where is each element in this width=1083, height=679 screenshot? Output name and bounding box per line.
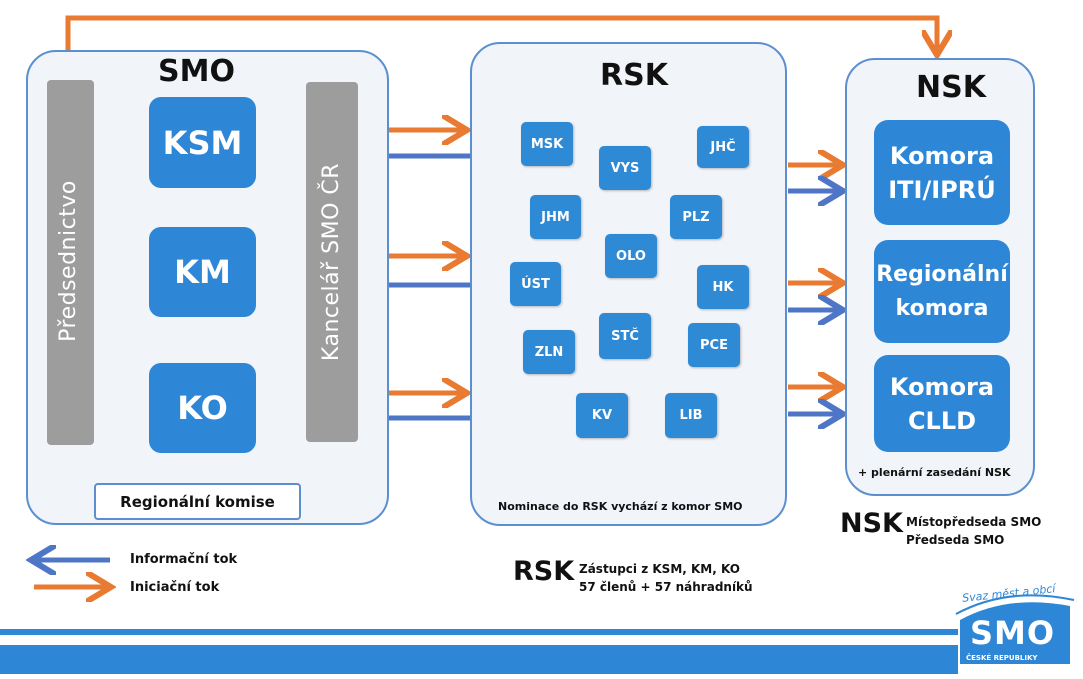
- nsk-legend-line1: Místopředseda SMO: [906, 515, 1042, 529]
- rsk-nomination-note: Nominace do RSK vychází z komor SMO: [498, 500, 743, 513]
- footer-stripe-thin: [0, 629, 958, 635]
- region-plz: PLZ: [670, 195, 722, 239]
- region-pce: PCE: [688, 323, 740, 367]
- rsk-title: RSK: [600, 58, 668, 93]
- nsk-chamber-regional: Regionální komora: [874, 240, 1010, 343]
- region-vys: VYS: [599, 146, 651, 190]
- smo-logo-name: SMO: [970, 614, 1056, 652]
- region-jhc: JHČ: [697, 126, 749, 168]
- nsk-title: NSK: [916, 70, 986, 105]
- smo-logo-subtitle: ČESKÉ REPUBLIKY: [966, 654, 1038, 662]
- legend-init-flow-label: Iniciační tok: [130, 580, 220, 595]
- footer-stripe-thick: [0, 645, 958, 674]
- nsk-chamber-regional-line2: komora: [895, 295, 989, 321]
- region-hk: HK: [697, 265, 749, 309]
- rsk-legend-line1: Zástupci z KSM, KM, KO: [579, 562, 740, 576]
- presidium-label: Předsednictvo: [56, 180, 81, 342]
- region-lib: LIB: [665, 393, 717, 438]
- regional-commission-box: Regionální komise: [94, 483, 301, 520]
- region-kv: KV: [576, 393, 628, 438]
- region-zln: ZLN: [523, 330, 575, 374]
- rsk-legend-line2: 57 členů + 57 náhradníků: [579, 580, 753, 594]
- nsk-chamber-clld-line1: Komora: [889, 372, 995, 401]
- chamber-ko: KO: [149, 363, 256, 453]
- regional-commission-label: Regionální komise: [120, 492, 275, 511]
- office-bar: [306, 82, 358, 442]
- region-msk: MSK: [521, 122, 573, 166]
- smo-logo-shape: [955, 594, 1075, 664]
- chamber-ksm: KSM: [149, 97, 256, 188]
- init-arrow-presidium-to-nsk: [65, 15, 937, 78]
- chamber-km: KM: [149, 227, 256, 317]
- nsk-chamber-clld-line2: CLLD: [907, 406, 977, 435]
- nsk-chamber-iti: Komora ITI/IPRÚ: [874, 120, 1010, 225]
- nsk-plenary-note: + plenární zasedání NSK: [858, 466, 1011, 479]
- nsk-chamber-regional-line1: Regionální: [876, 261, 1008, 287]
- rsk-legend-abbr: RSK: [513, 556, 575, 587]
- nsk-chamber-iti-line1: Komora: [889, 141, 995, 170]
- nsk-chamber-iti-line2: ITI/IPRÚ: [888, 175, 996, 204]
- presidium-bar: [47, 80, 94, 445]
- nsk-legend-line2: Předseda SMO: [906, 533, 1005, 547]
- region-ust: ÚST: [510, 262, 561, 306]
- smo-title: SMO: [158, 54, 235, 89]
- nsk-legend-abbr: NSK: [840, 508, 903, 539]
- region-stc: STČ: [599, 313, 651, 359]
- smo-logo: Svaz měst a obcí SMO ČESKÉ REPUBLIKY: [948, 582, 1078, 676]
- legend-info-flow-label: Informační tok: [130, 552, 238, 567]
- office-label: Kancelář SMO ČR: [319, 162, 344, 362]
- nsk-chamber-clld: Komora CLLD: [874, 355, 1010, 452]
- region-jhm: JHM: [530, 195, 581, 239]
- region-olo: OLO: [605, 234, 657, 278]
